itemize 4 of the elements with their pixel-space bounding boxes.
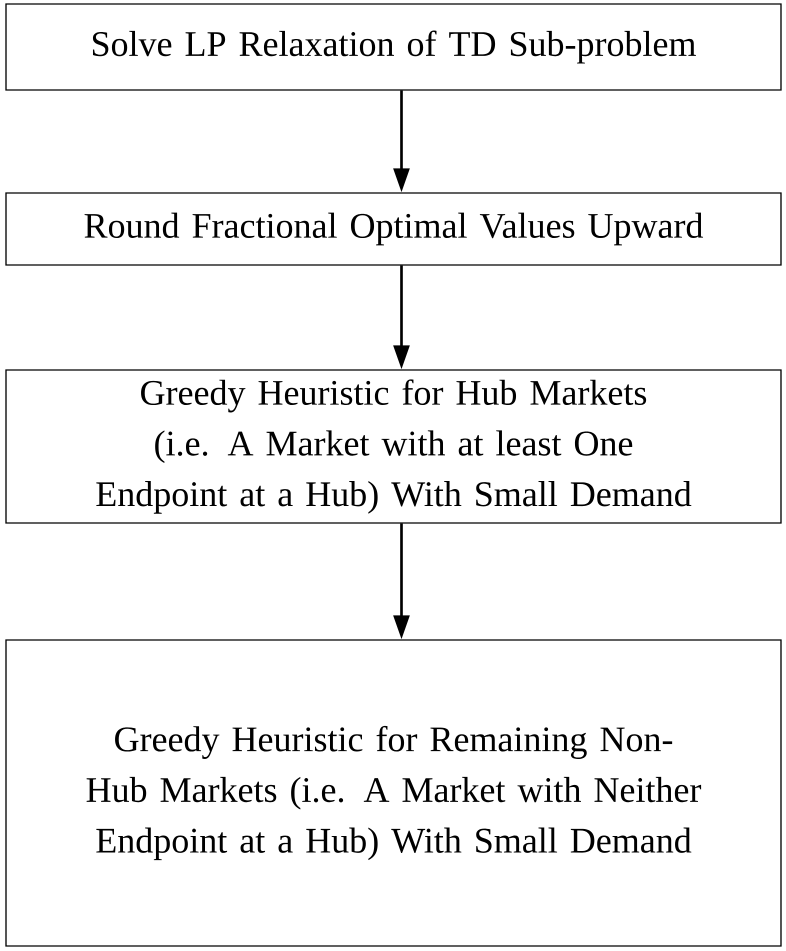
process-box: Solve LP Relaxation of TD Sub-problem: [5, 3, 782, 91]
process-box: Round Fractional Optimal Values Upward: [5, 192, 782, 266]
process-box: Greedy Heuristic for Hub Markets (i.e. A Market with at least One Endpoint at a Hub) With Small Demand: [5, 369, 782, 524]
process-box: Greedy Heuristic for Remaining Non-Hub Markets (i.e. A Market with Neither Endpoint at a Hub) With Small Demand: [5, 639, 782, 947]
